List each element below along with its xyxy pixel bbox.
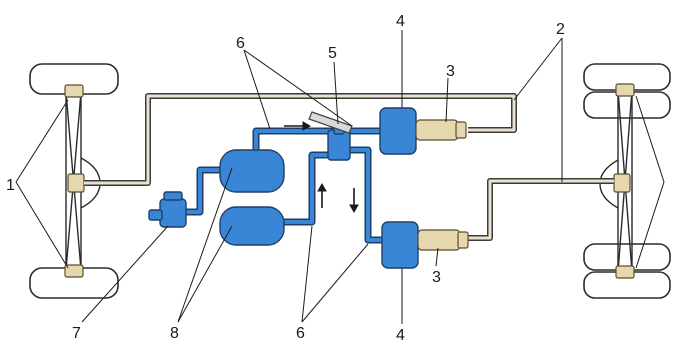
rear-axle (583, 63, 671, 299)
label-receivers: 8 (170, 325, 179, 342)
rear-brake-mechanism-bottom (615, 265, 635, 279)
label-air-lines-upper: 6 (236, 35, 245, 52)
label-brake-valve-lower: 3 (432, 269, 441, 286)
air-receiver-upper (219, 149, 285, 193)
air-receiver-lower (219, 206, 285, 246)
brake-actuators (415, 119, 469, 251)
label-main-brake-valve: 5 (328, 45, 337, 62)
air-receivers (219, 149, 285, 246)
label-compressor: 7 (72, 325, 81, 342)
rear-axle-center-block (613, 173, 631, 193)
flow-arrow-right-icon (284, 121, 312, 131)
rear-brake-mechanism-top (615, 83, 635, 97)
brake-chamber-upper (379, 107, 417, 155)
label-air-lines-lower: 6 (296, 325, 305, 342)
flow-arrows (284, 121, 359, 214)
flow-arrow-down-icon (349, 188, 359, 214)
front-brake-mechanism-top (64, 84, 84, 98)
label-brake-valve-upper: 3 (446, 63, 455, 80)
leader-lines (15, 30, 665, 324)
front-axle (29, 63, 119, 299)
brake-chamber-lower (381, 221, 419, 269)
compressor (148, 191, 187, 228)
label-wheel-brakes: 1 (6, 177, 15, 194)
front-brake-mechanism-bottom (64, 264, 84, 278)
front-axle-center-block (67, 173, 85, 193)
label-brake-chamber-lower: 4 (396, 327, 405, 342)
brake-actuator-lower (417, 229, 461, 251)
flow-arrow-up-icon (317, 182, 327, 208)
callouts: 1 2 3 3 4 4 5 6 6 7 8 (6, 13, 565, 342)
brake-chambers (379, 107, 419, 269)
label-brake-lines: 2 (556, 21, 565, 38)
label-brake-chamber-upper: 4 (396, 13, 405, 30)
brake-actuator-upper (415, 119, 459, 141)
brake-valve (308, 111, 353, 161)
brake-lines (84, 93, 614, 241)
brake-pedal (308, 111, 353, 134)
